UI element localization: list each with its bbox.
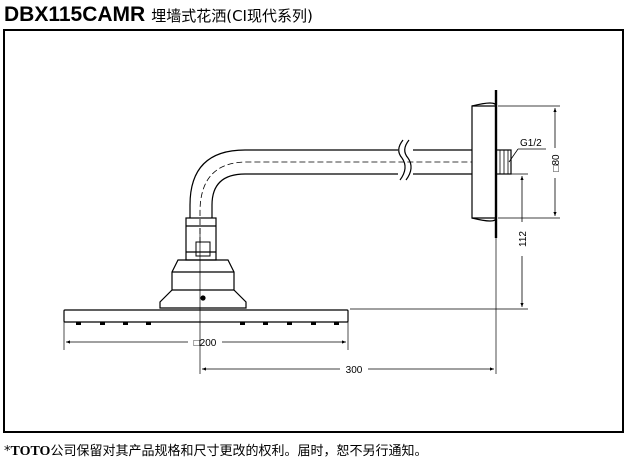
dim-flange-size-label: □80: [551, 154, 562, 172]
drawing-frame: [3, 29, 624, 433]
wall-flange: [471, 90, 512, 238]
footer-brand: TOTO: [10, 444, 51, 459]
drawing-title: DBX115CAMR 埋墙式花洒(CI现代系列): [4, 3, 313, 27]
footer-text: 公司保留对其产品规格和尺寸更改的权利。届时，恕不另行通知。: [50, 444, 428, 459]
footer-asterisk: *: [4, 444, 11, 459]
dimension-lines: [66, 108, 557, 371]
swivel-joint: [159, 259, 247, 309]
dim-drop-height-label: 112: [518, 231, 529, 247]
dim-thread-label: G1/2: [520, 138, 542, 149]
dim-arm-reach-label: 300: [346, 365, 363, 376]
disclaimer-footer: *TOTO公司保留对其产品规格和尺寸更改的权利。届时，恕不另行通知。: [4, 440, 427, 460]
model-number: DBX115CAMR: [4, 3, 146, 26]
dim-head-width-label: □200: [194, 338, 217, 349]
extension-lines: [63, 105, 560, 374]
shower-arm: [189, 139, 472, 243]
product-description: 埋墙式花洒(CI现代系列): [151, 7, 313, 25]
arm-connector: [185, 217, 217, 261]
shower-head: [63, 309, 349, 325]
